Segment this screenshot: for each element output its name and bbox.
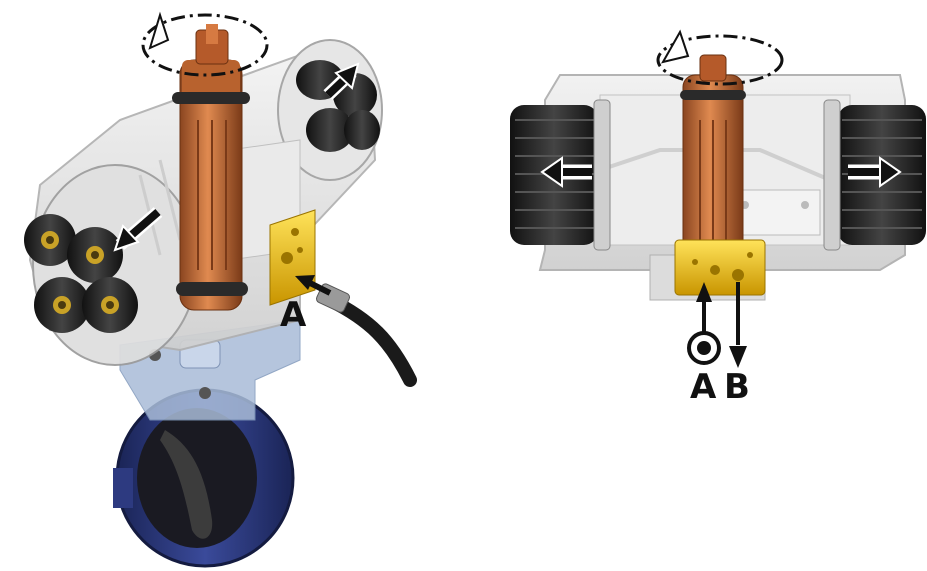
right-actuator-illustration: A B [510,29,926,407]
front-spring-cluster [24,214,138,333]
spindle [172,24,250,311]
right-port-a-label: A [690,367,717,407]
upper-spring-pack [296,60,380,152]
left-port-label: A [280,295,307,335]
left-port-block [269,209,316,306]
right-port-b-label: B [724,367,750,407]
right-rotation-indicator [656,29,784,86]
left-actuator-illustration: A [24,11,417,568]
butterfly-valve [113,388,295,568]
right-spindle [680,54,746,256]
air-hose [315,283,417,387]
arrow-move-left [540,156,592,188]
arrow-air-inlet [295,275,332,296]
arrow-spring-right [323,62,360,100]
right-motion-arrows [540,156,902,188]
arrow-spring-left [113,207,163,252]
rotation-indicator [141,11,269,77]
port-a-flow-arrow [687,282,721,365]
port-b-flow-arrow [729,282,747,368]
right-port-block [674,239,766,296]
left-motion-arrows [113,62,360,296]
arrow-move-right [848,156,902,188]
